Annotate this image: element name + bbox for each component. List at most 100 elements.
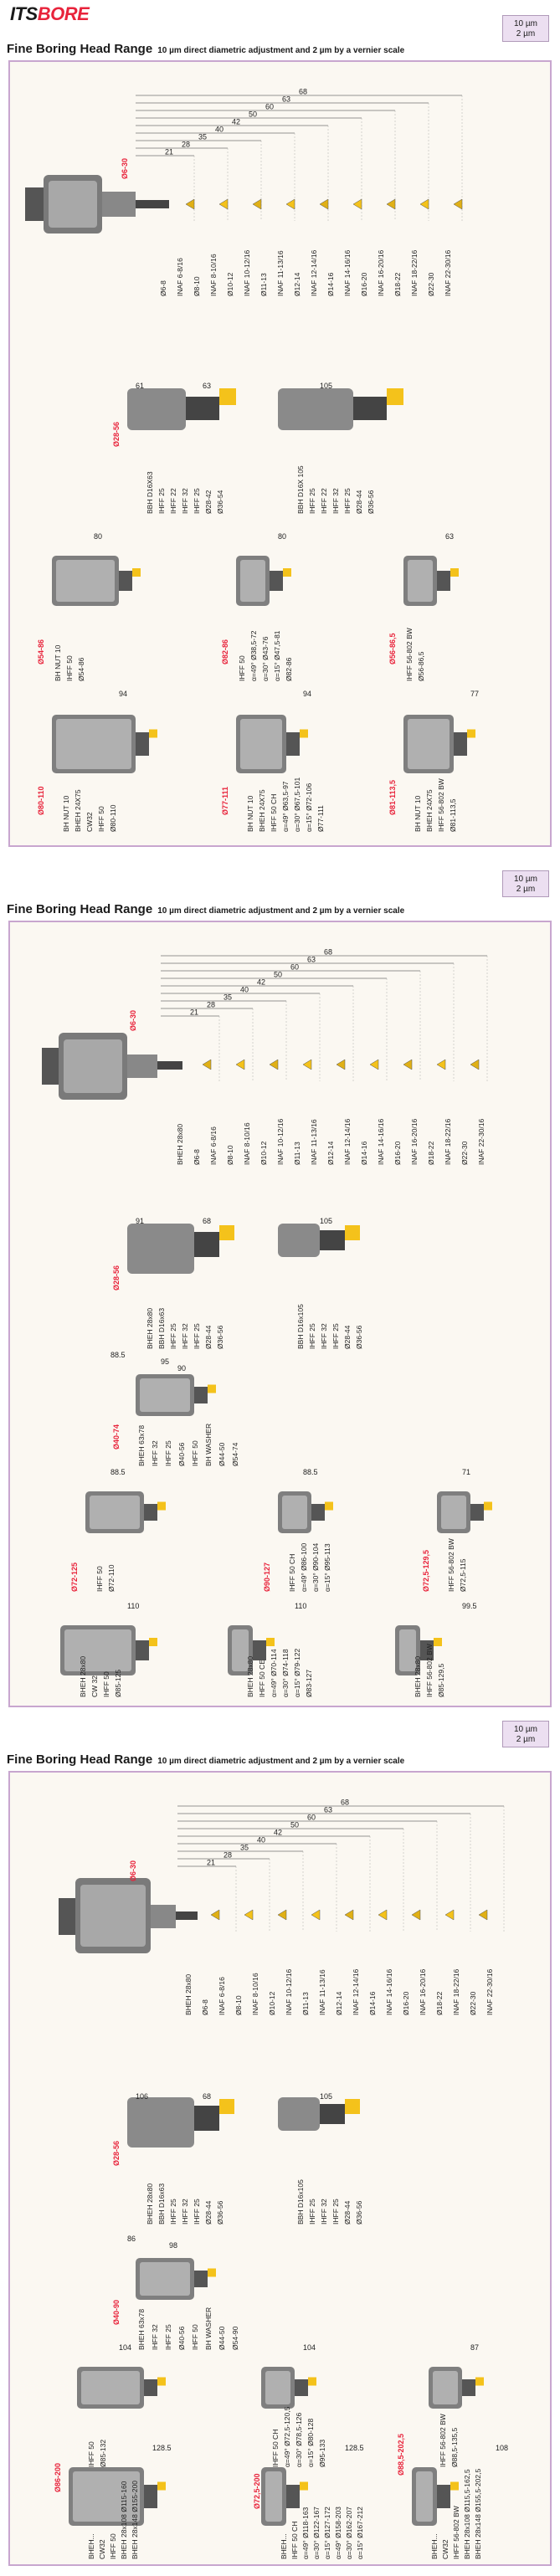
dimension-label: 90 bbox=[177, 1364, 186, 1373]
insert-icon bbox=[475, 2377, 484, 2386]
dimension-label: 60 bbox=[307, 1814, 316, 1822]
insert-icon bbox=[269, 1059, 279, 1070]
tool-shank bbox=[286, 732, 300, 756]
dimension-label: 105 bbox=[320, 1217, 332, 1225]
dimension-label: 35 bbox=[240, 1844, 249, 1852]
dimension-label: 35 bbox=[223, 993, 232, 1002]
vertical-label: IHFF 56-802 BW bbox=[447, 1538, 455, 1592]
dimension-label: 80 bbox=[94, 532, 102, 541]
vertical-label: α=49° Ø72,5-120,5 bbox=[283, 2406, 291, 2467]
vertical-label: α=30° Ø162-207 bbox=[345, 2507, 353, 2559]
dimension-label: 21 bbox=[165, 148, 173, 157]
vertical-label: Ø36-56 bbox=[355, 2200, 363, 2224]
dimension-label: 50 bbox=[274, 971, 282, 979]
vertical-label: BBH D16x105 bbox=[296, 1304, 305, 1349]
dimension-label: 28 bbox=[223, 1851, 232, 1860]
vertical-label: BH NUT 10 bbox=[246, 795, 254, 832]
vertical-label: α=30° Ø122-167 bbox=[312, 2507, 321, 2559]
insert-icon bbox=[419, 198, 429, 210]
insert-icon bbox=[344, 1909, 354, 1921]
vertical-label: Ø72-110 bbox=[107, 1564, 116, 1592]
range-label: Ø72,5-200 bbox=[253, 2473, 261, 2509]
vertical-label: Ø28-44 bbox=[204, 1325, 213, 1349]
insert-icon bbox=[208, 1384, 216, 1393]
tool-shank bbox=[136, 732, 149, 756]
vertical-label: IHFF 50 bbox=[95, 1566, 104, 1592]
boring-head bbox=[25, 175, 169, 233]
vertical-label: Ø10-12 bbox=[226, 272, 234, 296]
range-label: Ø40-74 bbox=[112, 1424, 121, 1450]
tool-shank bbox=[462, 2379, 475, 2396]
range-label: Ø88,5-202,5 bbox=[397, 2434, 405, 2476]
vertical-label: INAF 16-20/16 bbox=[419, 1968, 427, 2015]
vertical-label: Ø8-10 bbox=[234, 1995, 243, 2015]
dimension-label: 68 bbox=[299, 88, 307, 96]
insert-icon bbox=[450, 2481, 459, 2491]
vertical-label: Ø83-127 bbox=[305, 1670, 313, 1697]
boring-bar bbox=[127, 1224, 360, 1274]
dimension-label: 42 bbox=[274, 1829, 282, 1837]
vertical-label: INAF 6-8/16 bbox=[176, 258, 184, 296]
vertical-label: α=49° Ø38,5-72 bbox=[249, 630, 258, 681]
tool-face bbox=[56, 719, 131, 769]
vertical-label: α=15° Ø79-122 bbox=[293, 1649, 301, 1697]
vertical-label: INAF 10-12/16 bbox=[243, 249, 251, 296]
dimension-label: 63 bbox=[445, 532, 454, 541]
insert-icon bbox=[444, 1909, 455, 1921]
vertical-label: IHFF 32 bbox=[151, 2324, 159, 2350]
vertical-label: IHFF 25 bbox=[193, 1323, 201, 1349]
boring-head bbox=[42, 1033, 182, 1100]
insert-icon bbox=[300, 2481, 308, 2491]
vertical-label: INAF 18-22/16 bbox=[410, 249, 419, 296]
vertical-label: INAF 12-14/16 bbox=[352, 1968, 360, 2015]
vertical-label: Ø82-86 bbox=[221, 639, 229, 665]
vertical-label: IHFF 50 CE bbox=[258, 1660, 266, 1697]
vertical-label: INAF 14-16/16 bbox=[343, 249, 352, 296]
vertical-label: BHEH... bbox=[280, 2533, 288, 2559]
insert-icon bbox=[453, 198, 463, 210]
range-label: Ø6-30 bbox=[129, 1860, 137, 1881]
insert-icon bbox=[132, 568, 141, 577]
vertical-label: Ø28-44 bbox=[343, 1325, 352, 1349]
range-label: Ø28-56 bbox=[112, 422, 121, 447]
vertical-label: IHFF 32 bbox=[320, 1323, 328, 1349]
vertical-label: INAF 16-20/16 bbox=[377, 249, 385, 296]
vertical-label: IHFF 56-802 BW bbox=[425, 1644, 434, 1697]
vertical-label: Ø11-13 bbox=[301, 1992, 310, 2015]
vertical-label: IHFF 50 bbox=[97, 806, 105, 832]
vertical-label: BHEH 28x148 Ø155-200 bbox=[131, 2481, 139, 2559]
vertical-label: BHEH 28x80 bbox=[146, 2183, 154, 2224]
insert-icon bbox=[308, 2377, 316, 2386]
dimension-label: 40 bbox=[240, 986, 249, 994]
vertical-label: Ø11-13 bbox=[259, 273, 268, 296]
vertical-label: α=30° Ø74-118 bbox=[281, 1649, 290, 1697]
boring-bar bbox=[127, 388, 403, 430]
dimension-label: 61 bbox=[136, 382, 144, 390]
tool-face bbox=[64, 1629, 131, 1671]
dimension-label: 21 bbox=[207, 1859, 215, 1867]
vertical-label: α=30° Ø78,5-126 bbox=[295, 2412, 303, 2467]
vertical-label: Ø6-8 bbox=[193, 1149, 201, 1165]
dimension-label: 40 bbox=[215, 126, 223, 134]
vertical-label: Ø18-22 bbox=[435, 1991, 444, 2015]
vertical-label: Ø77-111 bbox=[221, 787, 229, 815]
insert-icon bbox=[277, 1909, 287, 1921]
tool-face bbox=[140, 2262, 190, 2296]
vertical-label: α=49° Ø158-203 bbox=[334, 2507, 342, 2559]
vertical-label: IHFF 25 bbox=[193, 488, 201, 514]
vertical-label: α=49° Ø63,5-97 bbox=[281, 781, 290, 832]
dimension-label: 28 bbox=[182, 141, 190, 149]
tool-shank bbox=[295, 2379, 308, 2396]
vertical-label: Ø28-44 bbox=[355, 490, 363, 514]
tool-face bbox=[56, 560, 115, 602]
itsbore-logo: ITSBORE bbox=[10, 3, 90, 24]
vertical-label: Ø56-86,5 bbox=[388, 633, 397, 665]
dimension-label: 68 bbox=[203, 2092, 211, 2101]
dimension-label: 95 bbox=[161, 1357, 169, 1366]
